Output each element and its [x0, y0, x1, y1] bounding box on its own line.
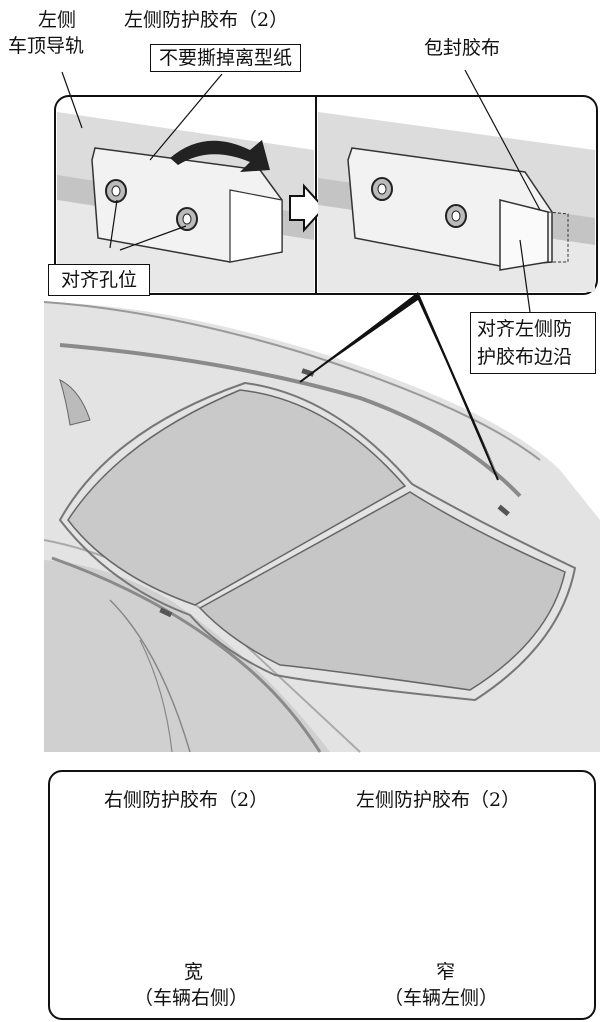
do-not-remove-backing-label: 不要撕掉离型纸 [150, 44, 302, 72]
right-detail-view [318, 112, 595, 292]
left-spacing-label: 窄 [436, 961, 456, 983]
sunroof-front-panel [198, 491, 566, 691]
sunroof-rear-panel [67, 389, 407, 606]
right-spacing-note: （车辆右侧） [134, 987, 249, 1009]
left-detail-view [57, 112, 314, 292]
left-tape-title: 左侧防护胶布（2） [356, 789, 521, 811]
tape-spacing-panel [48, 770, 596, 1020]
left-protective-tape-label: 左侧防护胶布（2） [124, 9, 289, 31]
align-left-tape-edge-line2: 护胶布边沿 [477, 346, 573, 368]
right-tape-title: 右侧防护胶布（2） [104, 789, 269, 811]
left-roof-rail-label-line1: 左侧 [38, 9, 77, 31]
right-spacing-label: 宽 [184, 961, 204, 983]
fold-arrow-icon [170, 140, 270, 172]
left-spacing-note: （车辆左侧） [384, 987, 499, 1009]
align-left-tape-edge-callout: 对齐左侧防 护胶布边沿 [470, 312, 596, 374]
step-arrow-icon [289, 183, 326, 233]
car-roof-view [43, 301, 600, 753]
left-roof-rail-label-line2: 车顶导轨 [8, 35, 85, 57]
align-holes-callout: 对齐孔位 [48, 264, 151, 296]
wrap-tape-label: 包封胶布 [424, 37, 501, 59]
align-left-tape-edge-line1: 对齐左侧防 [477, 318, 573, 340]
